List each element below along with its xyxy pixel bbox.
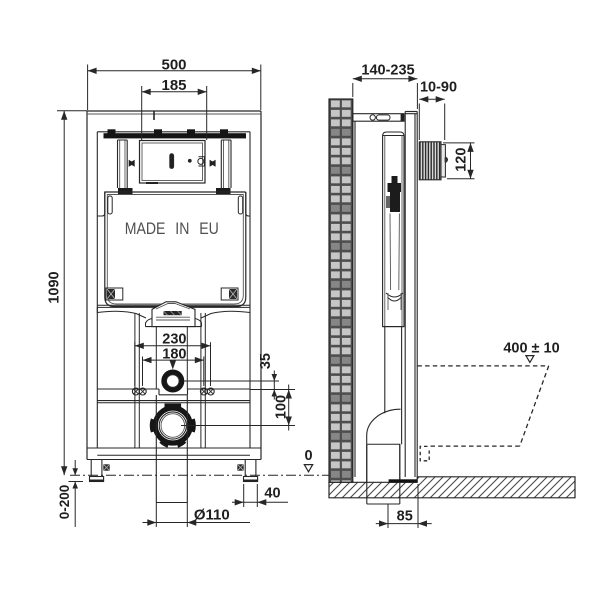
svg-text:180: 180 xyxy=(162,346,186,362)
svg-text:35: 35 xyxy=(258,353,274,369)
svg-text:400 ± 10: 400 ± 10 xyxy=(503,340,559,356)
svg-text:0: 0 xyxy=(304,448,312,464)
svg-text:100: 100 xyxy=(273,395,289,419)
svg-text:40: 40 xyxy=(264,486,280,502)
svg-text:MADE IN EU: MADE IN EU xyxy=(125,220,219,238)
svg-text:500: 500 xyxy=(161,56,186,73)
svg-text:85: 85 xyxy=(397,508,413,524)
svg-text:230: 230 xyxy=(162,332,186,348)
svg-text:Ø110: Ø110 xyxy=(194,507,230,524)
svg-text:0-200: 0-200 xyxy=(57,485,72,520)
svg-text:120: 120 xyxy=(453,148,469,172)
svg-text:140-235: 140-235 xyxy=(361,63,414,79)
svg-text:1090: 1090 xyxy=(46,271,62,303)
svg-text:10-90: 10-90 xyxy=(420,80,457,96)
svg-text:185: 185 xyxy=(161,77,186,94)
